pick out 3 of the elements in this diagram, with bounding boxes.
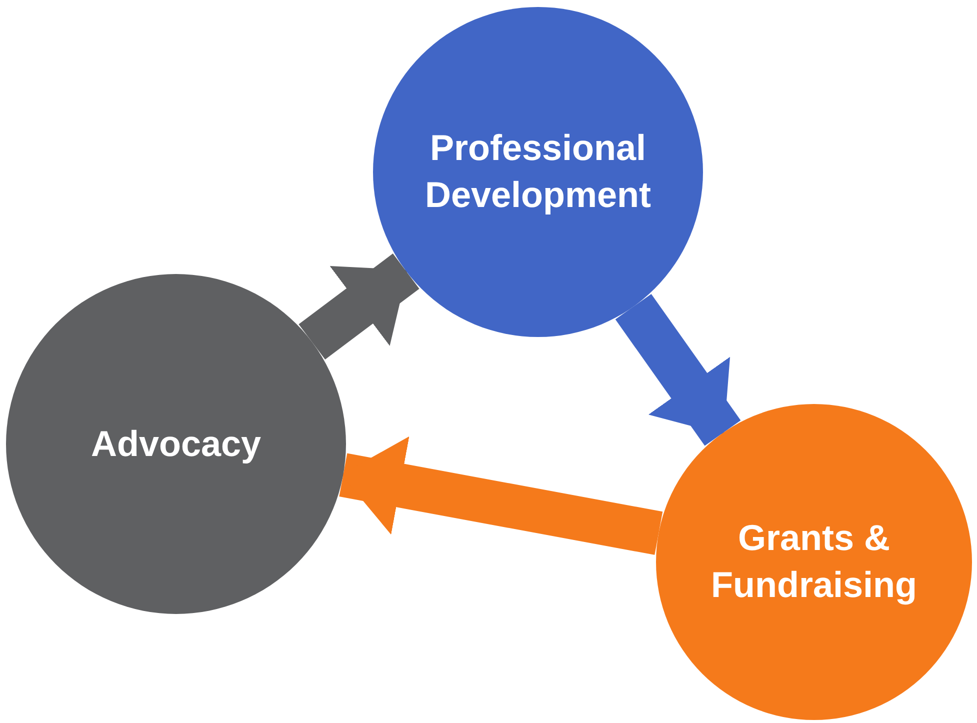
node-label: Grants & Fundraising [710,516,918,607]
node-label: Professional Development [424,126,652,217]
node-label: Advocacy [90,422,262,466]
